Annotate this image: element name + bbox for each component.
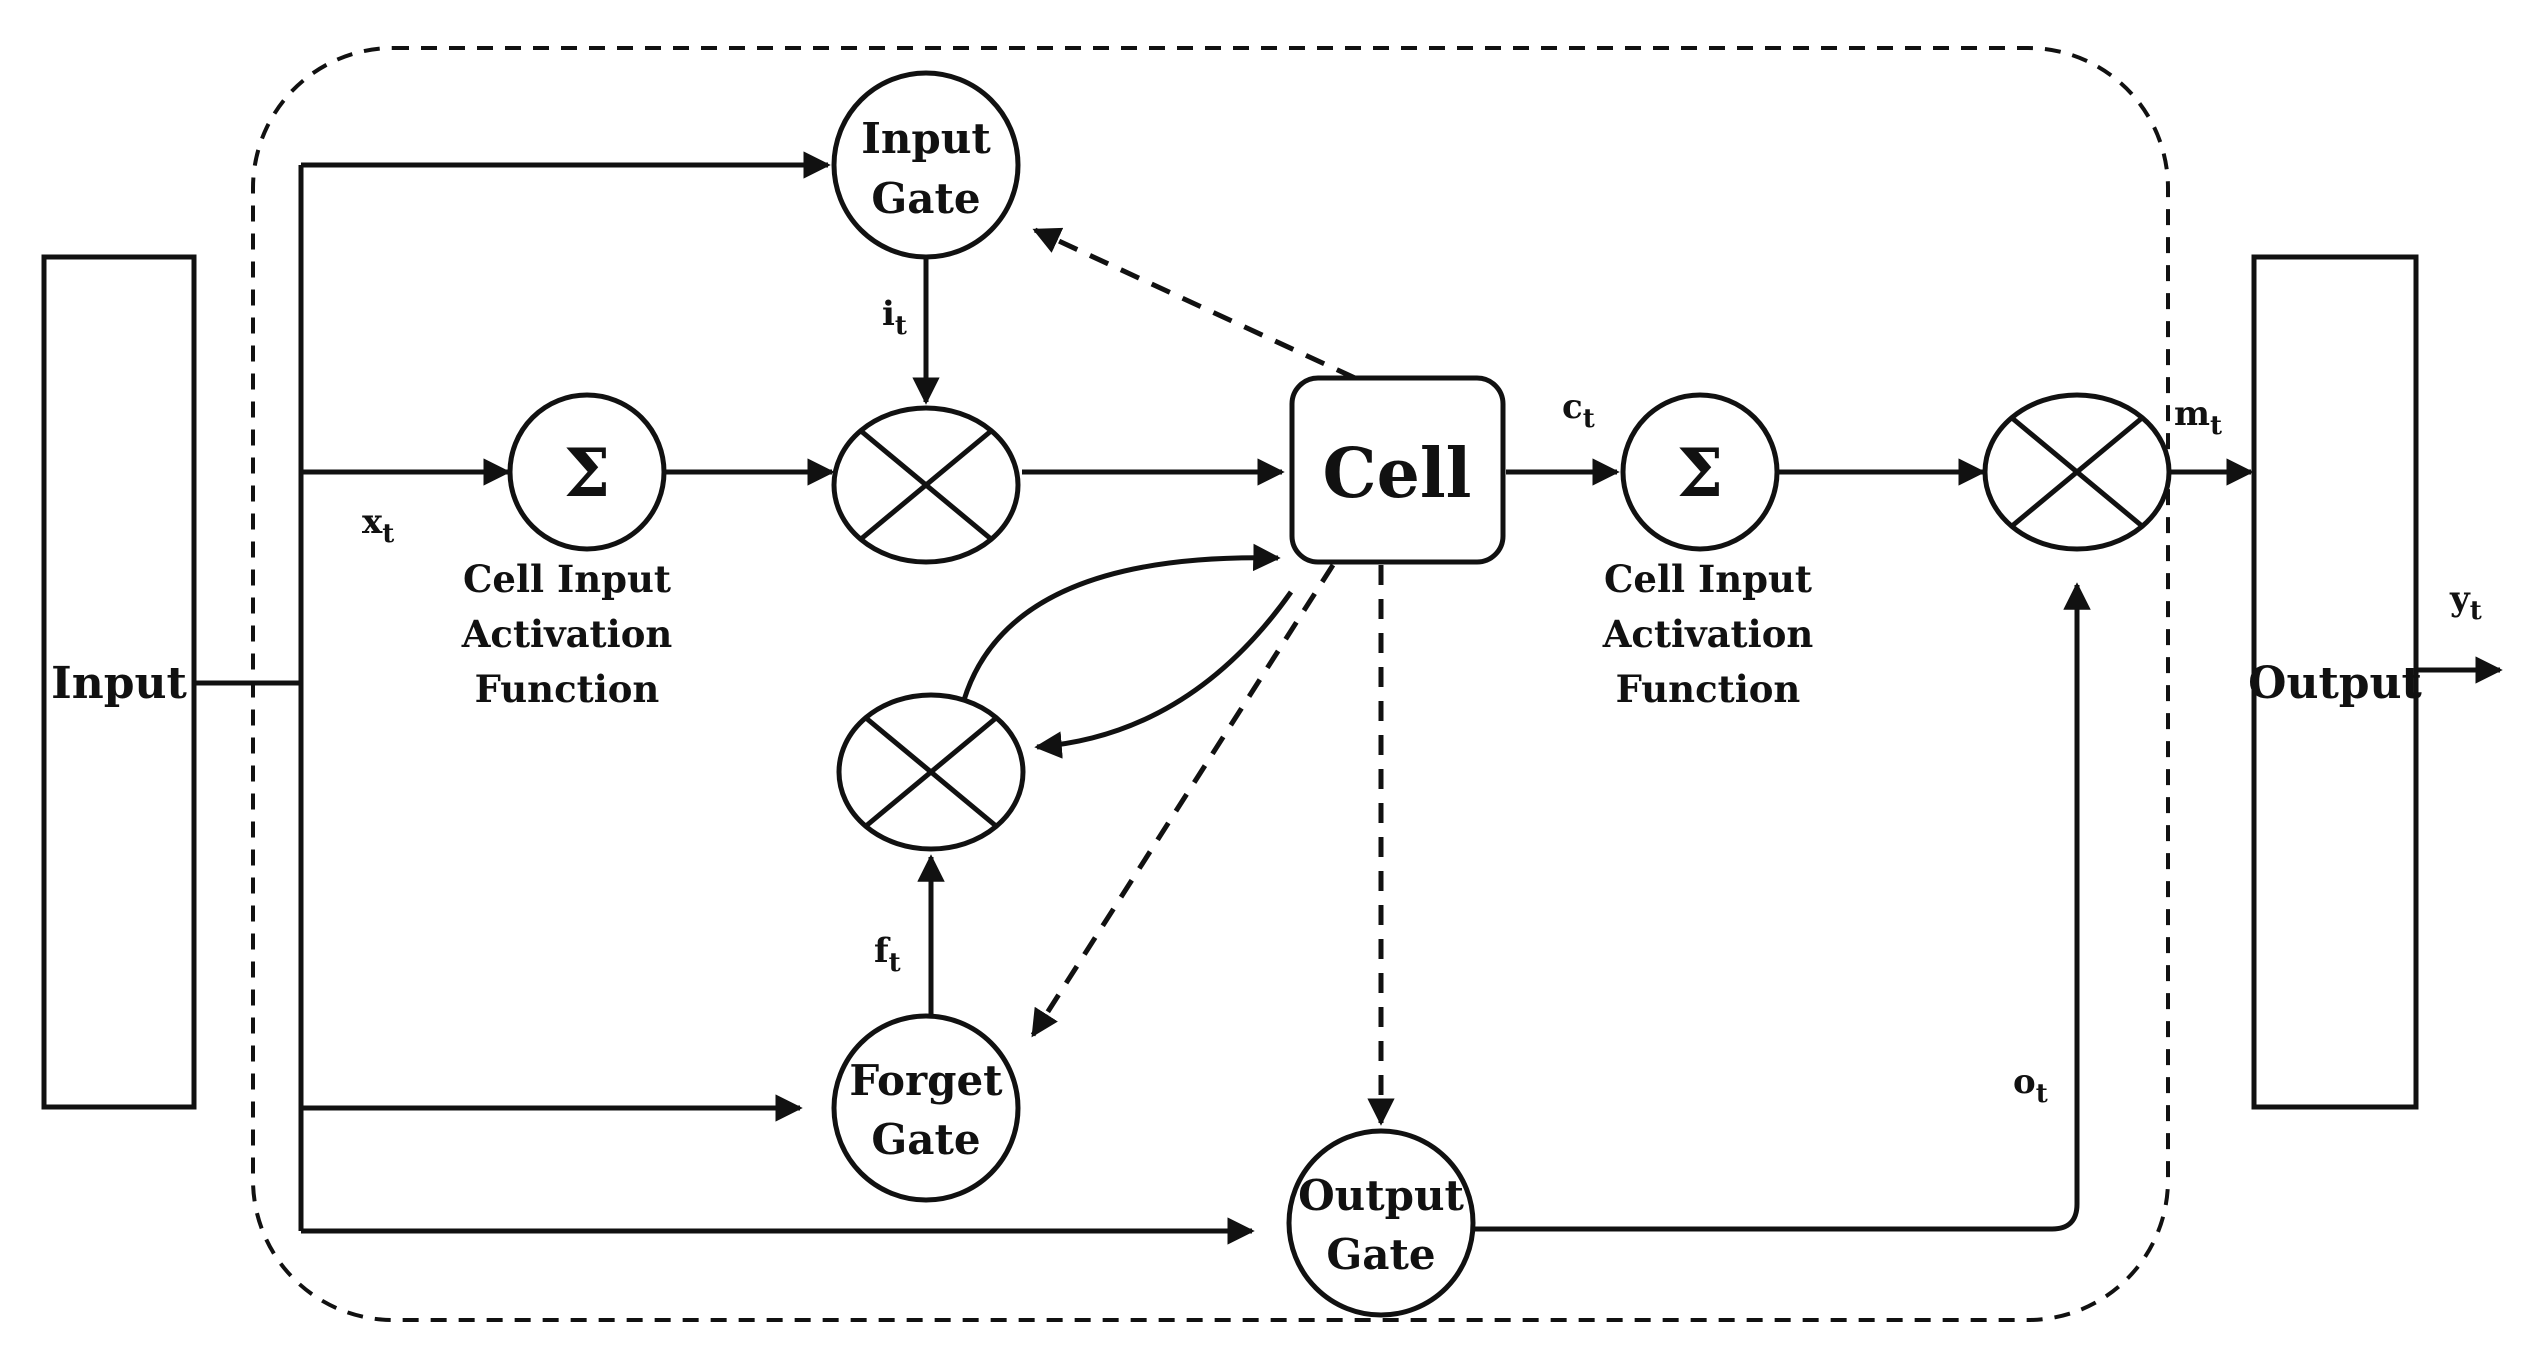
input-gate: Input Gate (831, 70, 1021, 260)
f-t-label: ft (874, 931, 901, 978)
cell-label: Cell (1322, 434, 1471, 514)
svg-text:Gate: Gate (871, 1115, 980, 1164)
output-gate: Output Gate (1286, 1128, 1476, 1318)
flow-connectors (665, 246, 2503, 1232)
svg-text:Gate: Gate (1326, 1230, 1435, 1279)
svg-text:Function: Function (1616, 667, 1801, 711)
cell-node: Cell (1289, 375, 1506, 565)
m-t-label: mt (2174, 394, 2222, 441)
i-t-label: it (882, 294, 907, 341)
multiply-icon (859, 429, 993, 541)
svg-text:Output: Output (1298, 1171, 1464, 1220)
input-distribution (194, 151, 1255, 1245)
sigma-icon: Σ (1677, 434, 1724, 512)
x-t-label: xt (362, 502, 394, 549)
forget-multiplier (836, 692, 1026, 852)
input-block-label: Input (51, 658, 187, 709)
multiply-icon (2010, 416, 2144, 528)
input-multiplier (831, 405, 1021, 565)
peephole-connections (1030, 227, 1395, 1126)
svg-text:Forget: Forget (849, 1056, 1003, 1105)
svg-text:Activation: Activation (1602, 612, 1814, 656)
svg-text:Activation: Activation (461, 612, 673, 656)
output-block-label: Output (2248, 658, 2422, 709)
cell-output-activation-label: Cell Input Activation Function (1602, 557, 1814, 711)
forget-gate: Forget Gate (831, 1013, 1021, 1203)
output-multiplier (1982, 392, 2172, 552)
svg-text:Input: Input (861, 114, 991, 163)
c-t-label: ct (1562, 387, 1595, 434)
input-block: Input (41, 254, 197, 1110)
output-block: Output (2248, 254, 2423, 1110)
cell-output-sum: Σ (1620, 392, 1780, 552)
cell-input-sum: Σ (507, 392, 667, 552)
y-t-label: yt (2449, 579, 2482, 626)
sigma-icon: Σ (564, 434, 611, 512)
cell-input-activation-label: Cell Input Activation Function (461, 557, 673, 711)
svg-text:Function: Function (475, 667, 660, 711)
o-t-label: ot (2013, 1062, 2048, 1109)
svg-text:Cell Input: Cell Input (1604, 557, 1812, 601)
svg-text:Gate: Gate (871, 174, 980, 223)
svg-text:Cell Input: Cell Input (463, 557, 671, 601)
multiply-icon (864, 716, 998, 828)
